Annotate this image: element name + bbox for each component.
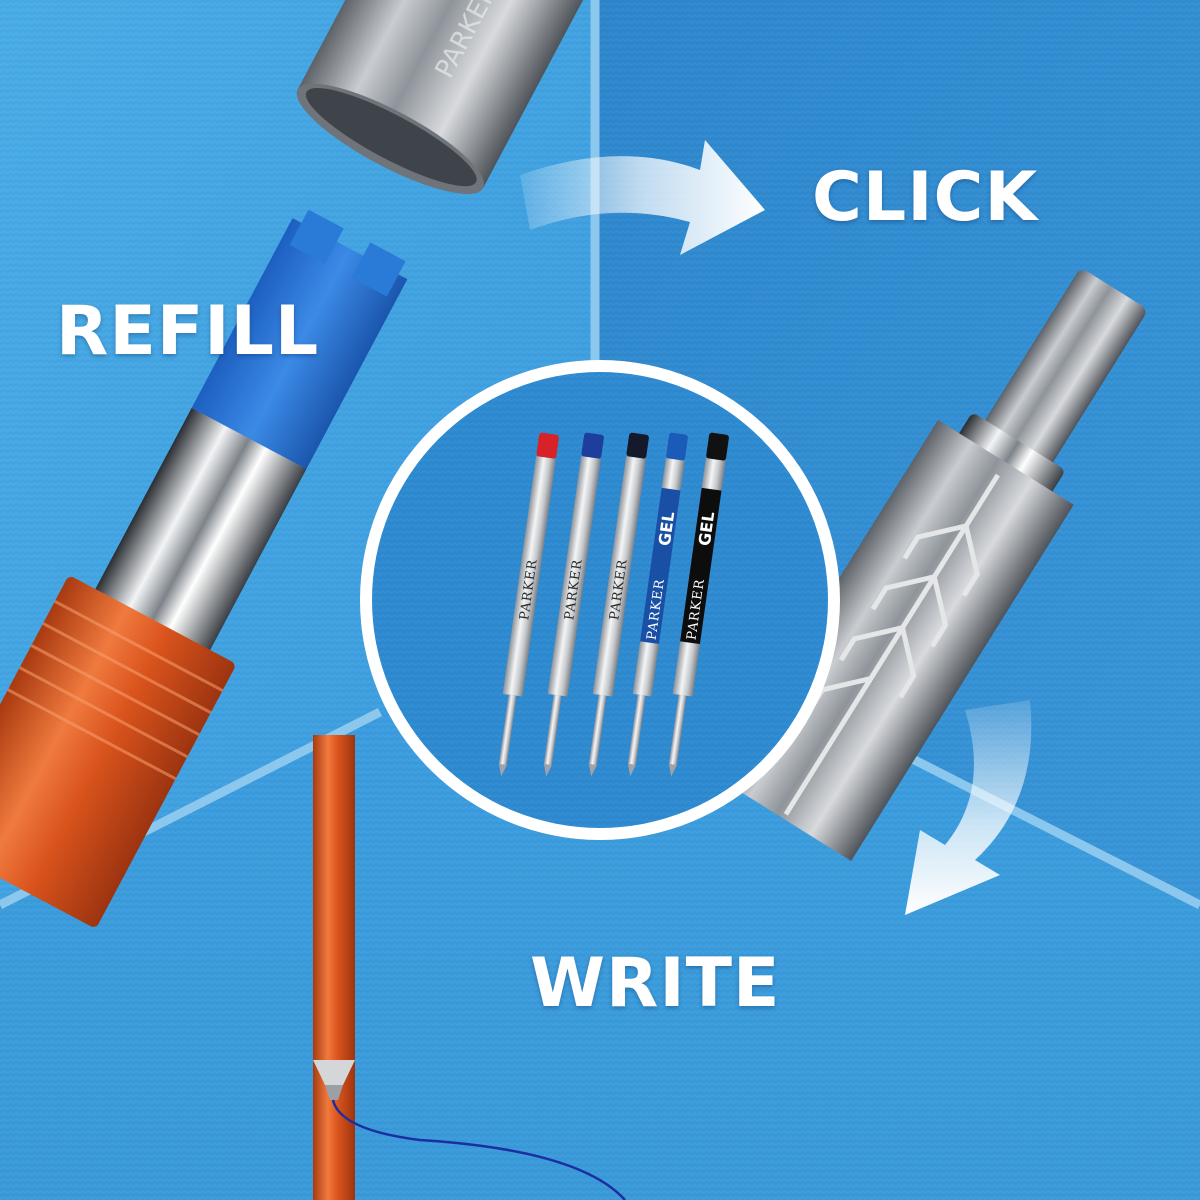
refills-group: PARKER PARKER PARKER xyxy=(498,432,729,777)
step-label-refill: REFILL xyxy=(56,292,320,371)
open-pen-illustration xyxy=(0,209,408,927)
click-arrow-icon xyxy=(520,140,765,255)
rotate-arrow-icon xyxy=(905,700,1032,915)
svg-text:GEL: GEL xyxy=(655,510,679,547)
pen-cap: PARKER xyxy=(296,0,624,194)
svg-text:GEL: GEL xyxy=(695,510,719,547)
ink-line xyxy=(331,1099,626,1200)
step-label-click: CLICK xyxy=(812,158,1039,237)
closed-pen-illustration xyxy=(715,270,1146,861)
writing-pen-illustration xyxy=(313,735,626,1200)
step-label-write: WRITE xyxy=(530,944,781,1023)
